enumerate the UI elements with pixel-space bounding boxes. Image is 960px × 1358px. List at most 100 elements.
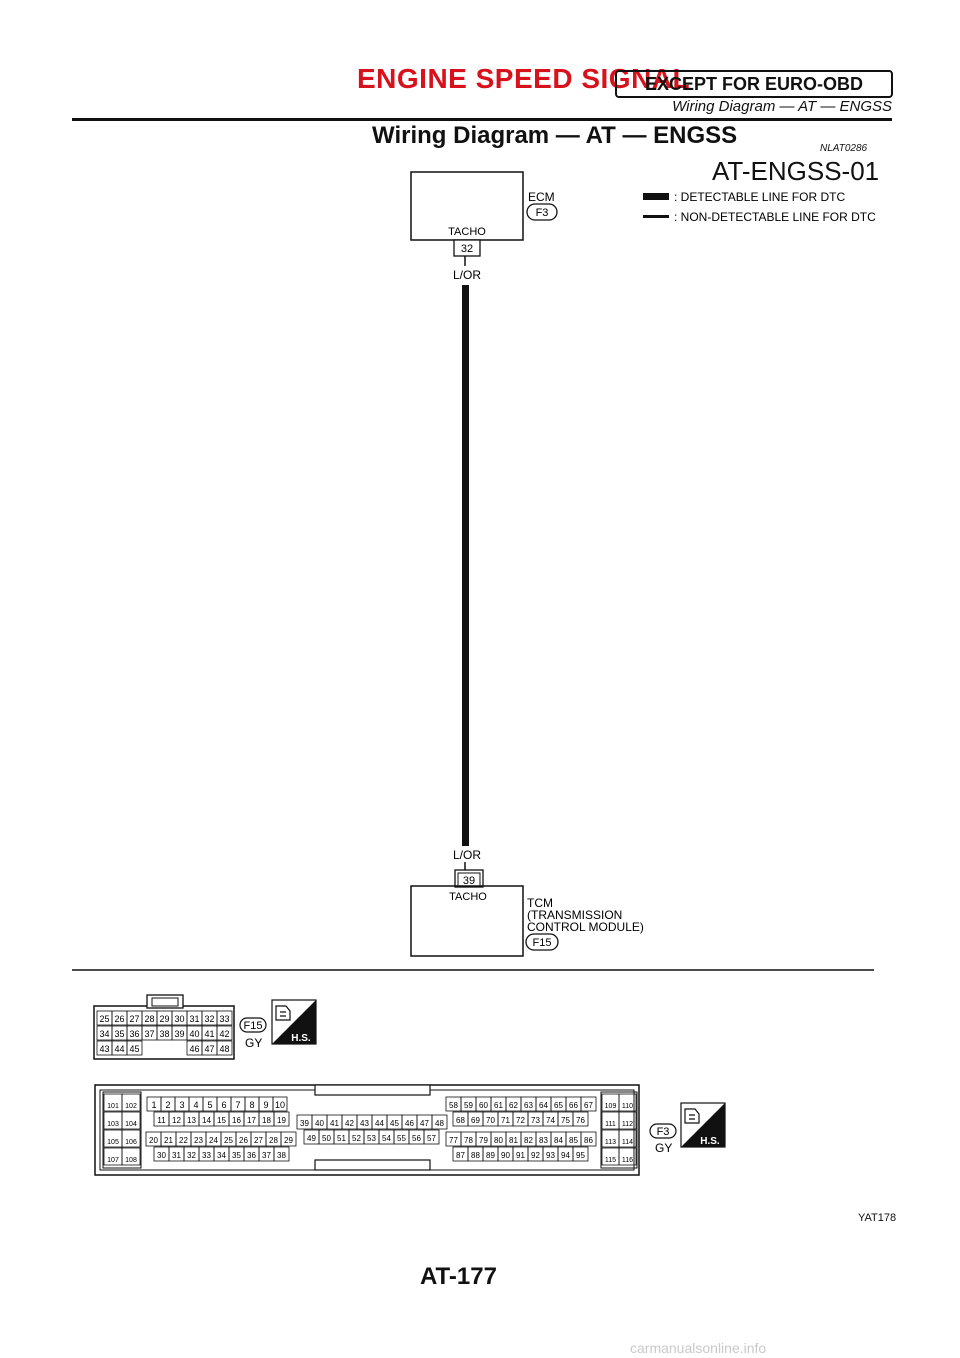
connector-pin: 111 bbox=[601, 1111, 620, 1130]
connector-pin: 64 bbox=[535, 1096, 552, 1112]
connector-pin: 86 bbox=[580, 1131, 597, 1147]
pin-number: 83 bbox=[539, 1136, 548, 1145]
pin-number: 35 bbox=[232, 1151, 241, 1160]
pin-number: 5 bbox=[207, 1100, 212, 1110]
pin-number: 54 bbox=[382, 1134, 391, 1143]
pin-number: 88 bbox=[471, 1151, 480, 1160]
pin-number: 81 bbox=[509, 1136, 518, 1145]
connector-pin: 66 bbox=[565, 1096, 582, 1112]
connector-pin: 102 bbox=[121, 1093, 141, 1112]
connector-pin: 60 bbox=[475, 1096, 492, 1112]
pin-number: 7 bbox=[235, 1100, 240, 1110]
connector-pin: 77 bbox=[445, 1131, 462, 1147]
pin-number: 51 bbox=[337, 1134, 346, 1143]
pin-number: 113 bbox=[605, 1139, 616, 1146]
pin-number: 38 bbox=[277, 1151, 286, 1160]
connector-pin: 53 bbox=[363, 1129, 380, 1145]
connector-pin: 27 bbox=[126, 1010, 143, 1026]
connector-pin: 37 bbox=[141, 1025, 158, 1041]
connector-pin: 30 bbox=[171, 1010, 188, 1026]
connector-pin: 28 bbox=[141, 1010, 158, 1026]
pin-number: 4 bbox=[193, 1100, 198, 1110]
pin-number: 80 bbox=[494, 1136, 503, 1145]
connector-pin: 29 bbox=[280, 1131, 297, 1147]
pin-number: 48 bbox=[435, 1119, 444, 1128]
connector-pin: 55 bbox=[393, 1129, 410, 1145]
figure-code: YAT178 bbox=[858, 1212, 897, 1224]
connector-pin: 34 bbox=[96, 1025, 113, 1041]
pin-number: 20 bbox=[149, 1136, 158, 1145]
page-number: AT-177 bbox=[420, 1263, 497, 1290]
pin-number: 108 bbox=[125, 1157, 137, 1164]
connector-pin: 110 bbox=[618, 1093, 637, 1112]
pin-number: 19 bbox=[277, 1116, 286, 1125]
pin-number: 78 bbox=[464, 1136, 473, 1145]
watermark: carmanualsonline.info bbox=[630, 1340, 767, 1356]
connector-pin: 31 bbox=[168, 1146, 185, 1162]
connector-pin: 51 bbox=[333, 1129, 350, 1145]
connector-pin: 103 bbox=[103, 1111, 123, 1130]
connector-pin: 83 bbox=[535, 1131, 552, 1147]
connector-pin: 48 bbox=[431, 1114, 448, 1130]
connector-pin: 36 bbox=[126, 1025, 143, 1041]
connector-pin: 42 bbox=[216, 1025, 233, 1041]
connector-pin: 2 bbox=[160, 1096, 176, 1112]
connector-pin: 84 bbox=[550, 1131, 567, 1147]
pin-number: 2 bbox=[165, 1100, 170, 1110]
pin-number: 94 bbox=[561, 1151, 570, 1160]
pin-number: 52 bbox=[352, 1134, 361, 1143]
connector-pin: 35 bbox=[228, 1146, 245, 1162]
pin-cell bbox=[423, 1129, 440, 1145]
pin-number: 28 bbox=[144, 1014, 154, 1024]
legend-detectable: : DETECTABLE LINE FOR DTC bbox=[674, 190, 845, 204]
connector-pin: 88 bbox=[467, 1146, 484, 1162]
pin-number: 50 bbox=[322, 1134, 331, 1143]
connector-pin: 3 bbox=[174, 1096, 190, 1112]
connector-pin: 109 bbox=[601, 1093, 620, 1112]
pin-number: 8 bbox=[249, 1100, 254, 1110]
connector-pin: 38 bbox=[156, 1025, 173, 1041]
pin-number: 89 bbox=[486, 1151, 495, 1160]
pin-number: 6 bbox=[221, 1100, 226, 1110]
connector-pin: 106 bbox=[121, 1129, 141, 1148]
pin-cell bbox=[618, 1129, 637, 1148]
pin-cell bbox=[618, 1093, 637, 1112]
connector-pin: 5 bbox=[202, 1096, 218, 1112]
pin-number: 116 bbox=[622, 1157, 633, 1164]
connector-pin: 39 bbox=[296, 1114, 313, 1130]
pin-cell bbox=[121, 1129, 141, 1148]
pin-number: 107 bbox=[107, 1157, 119, 1164]
pin-number: 11 bbox=[157, 1116, 166, 1125]
connector-pin: 4 bbox=[188, 1096, 204, 1112]
pin-number: 70 bbox=[486, 1116, 495, 1125]
connector-pin: 62 bbox=[505, 1096, 522, 1112]
pin-number: 53 bbox=[367, 1134, 376, 1143]
pin-number: 26 bbox=[114, 1014, 124, 1024]
connector-pin: 40 bbox=[186, 1025, 203, 1041]
f3-left-block bbox=[102, 1091, 142, 1169]
connector-pin: 33 bbox=[198, 1146, 215, 1162]
connector-pin: 72 bbox=[512, 1111, 529, 1127]
connector-pin: 54 bbox=[378, 1129, 395, 1145]
pin-number: 35 bbox=[114, 1029, 124, 1039]
pin-number: 39 bbox=[300, 1119, 309, 1128]
pin-number: 29 bbox=[159, 1014, 169, 1024]
pin-number: 75 bbox=[561, 1116, 570, 1125]
connector-pin: 36 bbox=[243, 1146, 260, 1162]
pin-number: 41 bbox=[204, 1029, 214, 1039]
pin-number: 64 bbox=[539, 1101, 548, 1110]
connector-pin: 28 bbox=[265, 1131, 282, 1147]
connector-pin: 108 bbox=[121, 1147, 141, 1166]
pin-number: 112 bbox=[622, 1121, 633, 1128]
pin-number: 43 bbox=[99, 1044, 109, 1054]
pin-number: 33 bbox=[202, 1151, 211, 1160]
pin-number: 16 bbox=[232, 1116, 241, 1125]
connector-pin: 23 bbox=[190, 1131, 207, 1147]
pin-number: 63 bbox=[524, 1101, 533, 1110]
pin-number: 25 bbox=[224, 1136, 233, 1145]
connector-pin: 85 bbox=[565, 1131, 582, 1147]
connector-pin: 114 bbox=[618, 1129, 637, 1148]
connector-pin: 80 bbox=[490, 1131, 507, 1147]
connector-pin: 9 bbox=[258, 1096, 274, 1112]
pin-number: 1 bbox=[151, 1100, 156, 1110]
